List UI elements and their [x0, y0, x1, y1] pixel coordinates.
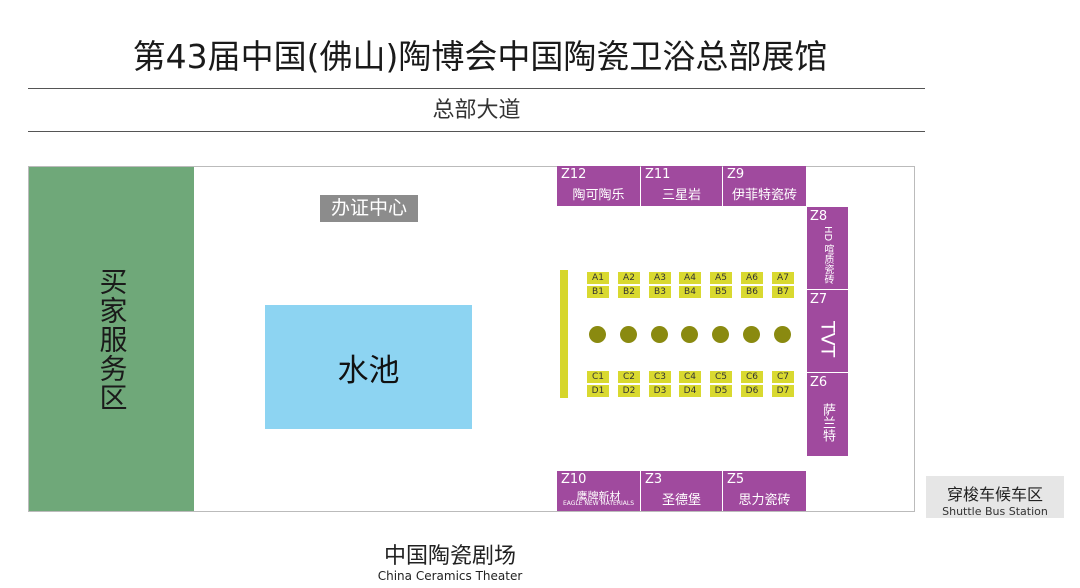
theater-label-en: China Ceramics Theater: [377, 569, 523, 583]
stand-d2: D2: [618, 385, 640, 397]
booth-z5: Z5 思力瓷砖: [723, 471, 806, 511]
booth-z10: Z10 鹰牌新材 EAGLE NEW MATERIALS: [557, 471, 640, 511]
stand-b6: B6: [741, 286, 763, 298]
round-table-icon: [681, 326, 698, 343]
stand-d5: D5: [710, 385, 732, 397]
booth-name: 鹰牌新材: [576, 490, 621, 503]
stand-c2: C2: [618, 371, 640, 383]
shuttle-label: 穿梭车候车区: [946, 485, 1043, 504]
round-table-icon: [620, 326, 637, 343]
booth-code: Z9: [727, 167, 745, 182]
stand-c3: C3: [649, 371, 671, 383]
shuttle-label-en: Shuttle Bus Station: [942, 505, 1048, 518]
round-table-icon: [651, 326, 668, 343]
stand-d7: D7: [772, 385, 794, 397]
stand-c6: C6: [741, 371, 763, 383]
avenue-label: 总部大道: [432, 98, 521, 123]
stand-b3: B3: [649, 286, 671, 298]
booth-name: 伊菲特瓷砖: [731, 188, 797, 203]
page-title: 第43届中国(佛山)陶博会中国陶瓷卫浴总部展馆: [132, 37, 828, 76]
stand-a2: A2: [618, 272, 640, 284]
booth-code: Z6: [810, 375, 828, 390]
buyer-service-area: 买家服务区: [29, 167, 194, 511]
stand-a7: A7: [772, 272, 794, 284]
booth-code: Z11: [645, 167, 671, 182]
stand-d3: D3: [649, 385, 671, 397]
booth-z11: Z11 三星岩: [641, 166, 722, 206]
stand-a3: A3: [649, 272, 671, 284]
booth-z12: Z12 陶可陶乐: [557, 166, 640, 206]
round-table-icon: [774, 326, 791, 343]
stand-c5: C5: [710, 371, 732, 383]
stand-d6: D6: [741, 385, 763, 397]
stand-b5: B5: [710, 286, 732, 298]
stand-a5: A5: [710, 272, 732, 284]
booth-z8: Z8 HD 喧质瓷砖: [807, 207, 848, 289]
booth-name: 三星岩: [661, 188, 701, 203]
round-table-icon: [589, 326, 606, 343]
booth-name: 思力瓷砖: [738, 493, 791, 508]
stand-c7: C7: [772, 371, 794, 383]
booth-z6: Z6 萨兰特: [807, 373, 848, 456]
booth-name: 陶可陶乐: [572, 188, 625, 203]
stand-b7: B7: [772, 286, 794, 298]
stand-b1: B1: [587, 286, 609, 298]
stand-c4: C4: [679, 371, 701, 383]
stand-d1: D1: [587, 385, 609, 397]
round-table-icon: [712, 326, 729, 343]
avenue-bottom-line: [28, 131, 925, 132]
theater-label: 中国陶瓷剧场: [383, 544, 516, 569]
cert-center: 办证中心: [320, 195, 418, 222]
booth-name: TVT: [816, 320, 839, 358]
avenue-top-line: [28, 88, 925, 89]
booth-z7: Z7 TVT: [807, 290, 848, 372]
booth-name: 萨兰特: [820, 403, 835, 442]
yellow-divider-bar: [560, 270, 568, 398]
stand-c1: C1: [587, 371, 609, 383]
booth-name: 圣德堡: [661, 493, 701, 508]
stand-d4: D4: [679, 385, 701, 397]
buyer-service-area-label: 买家服务区: [95, 266, 129, 412]
stand-b4: B4: [679, 286, 701, 298]
booth-english-name: EAGLE NEW MATERIALS: [562, 500, 635, 507]
booth-z9: Z9 伊菲特瓷砖: [723, 166, 806, 206]
booth-code: Z12: [561, 167, 587, 182]
booth-code: Z10: [561, 472, 587, 487]
pool-label: 水池: [337, 352, 400, 389]
stand-a1: A1: [587, 272, 609, 284]
booth-code: Z3: [645, 472, 663, 487]
booth-code: Z8: [810, 209, 828, 224]
booth-code: Z5: [727, 472, 745, 487]
booth-name: HD 喧质瓷砖: [822, 225, 833, 285]
stand-b2: B2: [618, 286, 640, 298]
stand-a4: A4: [679, 272, 701, 284]
booth-code: Z7: [810, 292, 828, 307]
ceramics-theater: 中国陶瓷剧场 China Ceramics Theater: [350, 538, 550, 583]
pool: 水池: [265, 305, 472, 429]
shuttle-bus-station: 穿梭车候车区 Shuttle Bus Station: [926, 476, 1064, 518]
round-table-icon: [743, 326, 760, 343]
stand-a6: A6: [741, 272, 763, 284]
booth-z3: Z3 圣德堡: [641, 471, 722, 511]
